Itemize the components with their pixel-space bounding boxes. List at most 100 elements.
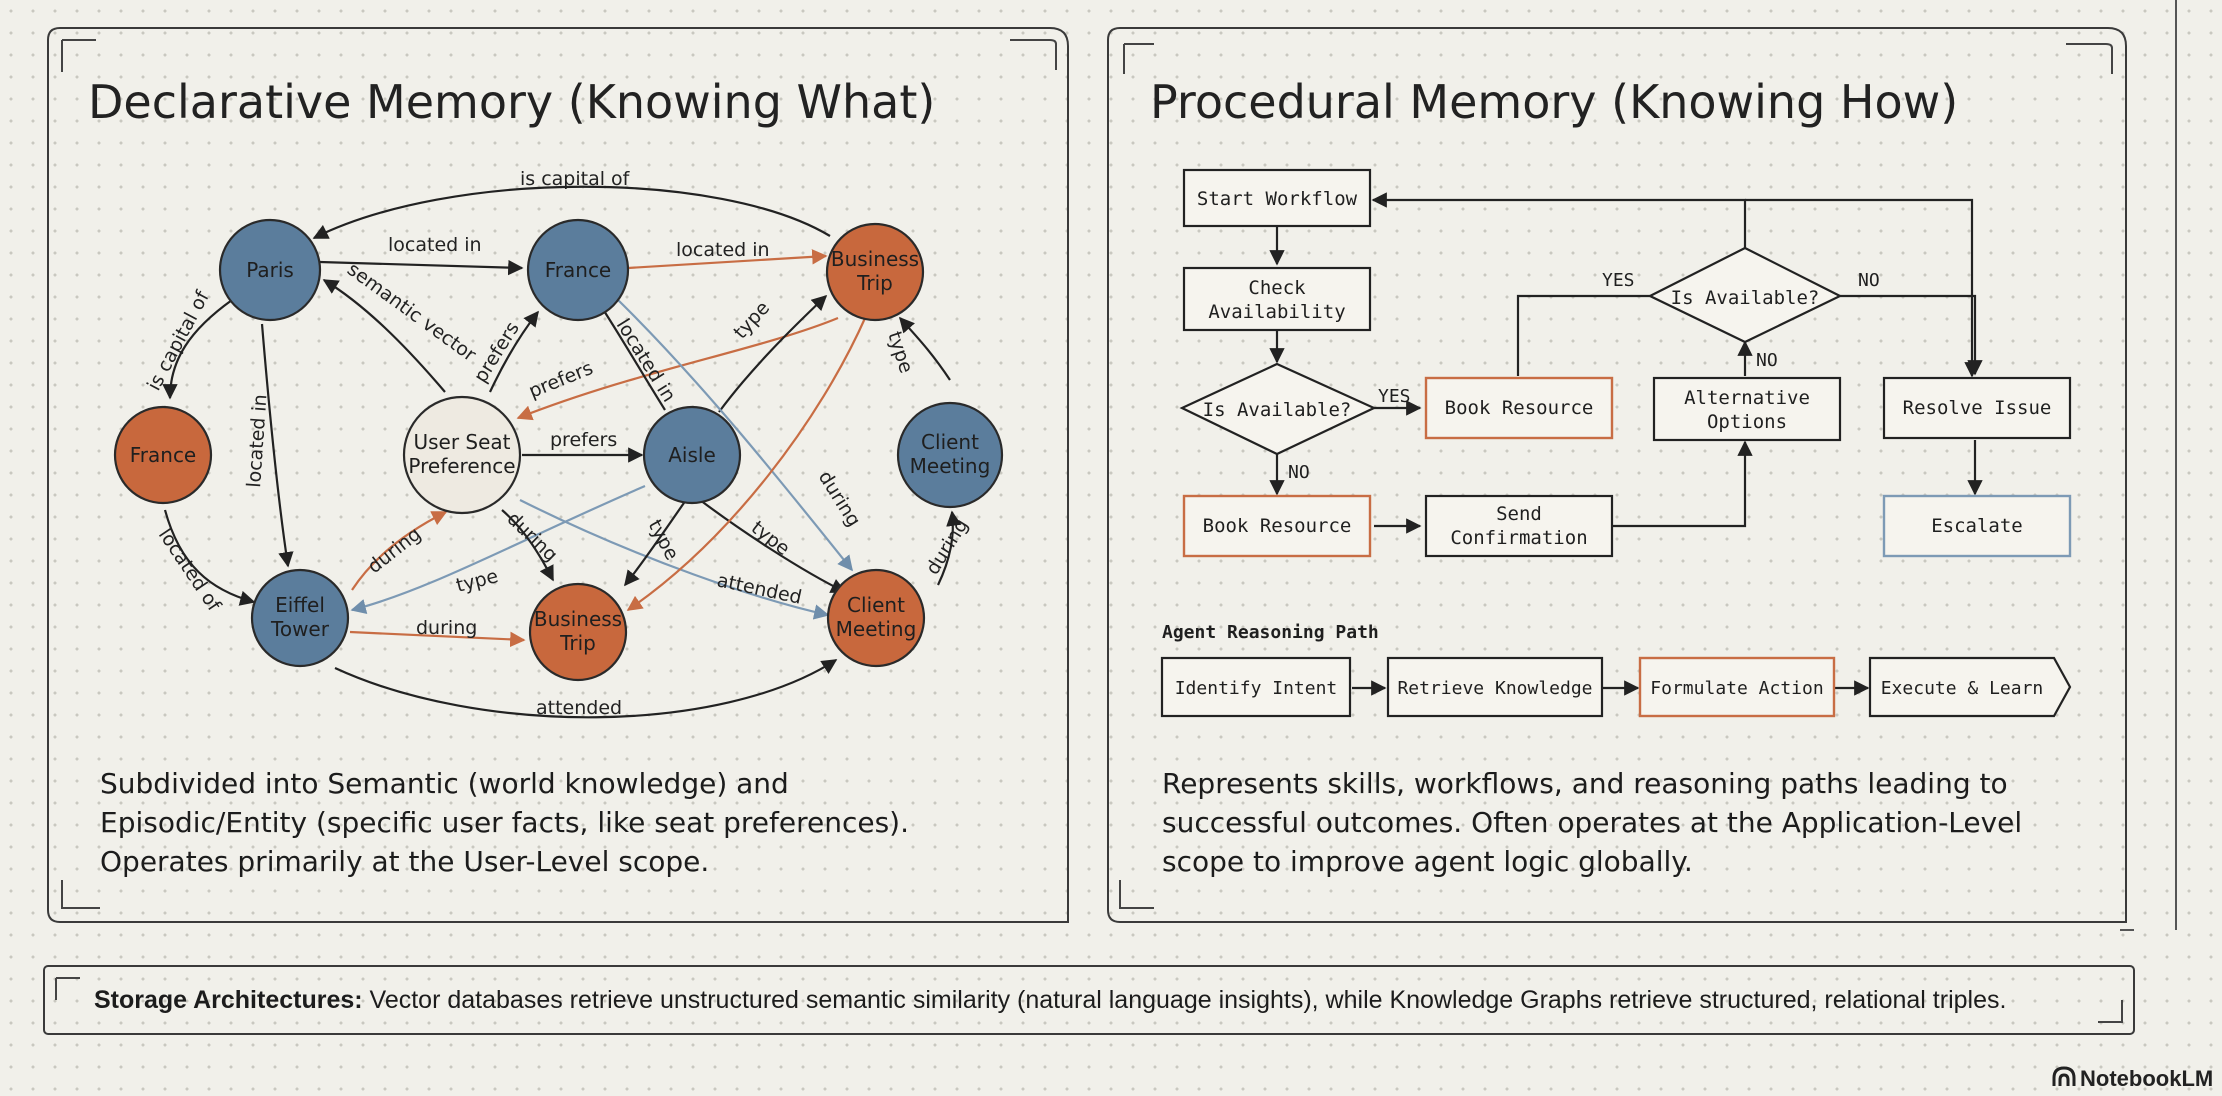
svg-text:Escalate: Escalate [1931, 515, 2023, 537]
flow-send-confirmation[interactable]: Send Confirmation [1424, 494, 1614, 558]
flow-check-availability[interactable]: Check Availability [1182, 266, 1372, 332]
declarative-title: Declarative Memory (Knowing What) [88, 75, 935, 129]
node-user-seat-preference[interactable]: User Seat Preference [402, 395, 522, 515]
svg-text:Subdivided into Semantic (worl: Subdivided into Semantic (world knowledg… [100, 767, 789, 800]
svg-text:France: France [130, 443, 197, 467]
procedural-panel: Procedural Memory (Knowing How) Start Wo… [1107, 27, 2127, 923]
svg-text:Is Available?: Is Available? [1203, 399, 1352, 421]
yes-label: YES [1602, 270, 1635, 291]
svg-text:Check: Check [1248, 277, 1306, 299]
edge-label: type [729, 297, 774, 343]
reasoning-step-execute-learn[interactable]: Execute & Learn [1868, 656, 2072, 718]
flow-is-available-decision-2[interactable]: Is Available? [1647, 246, 1843, 344]
svg-text:Business: Business [534, 607, 622, 631]
brand-name: NotebookLM [2080, 1066, 2213, 1091]
svg-text:Resolve Issue: Resolve Issue [1903, 397, 2052, 419]
svg-text:Tower: Tower [270, 617, 330, 641]
edge-label: is capital of [143, 286, 214, 394]
svg-text:User Seat: User Seat [413, 430, 510, 454]
notebooklm-logo-icon [2052, 1066, 2076, 1086]
no-label: NO [1288, 462, 1310, 483]
svg-text:Send: Send [1496, 503, 1542, 525]
reasoning-step-retrieve-knowledge[interactable]: Retrieve Knowledge [1386, 656, 1604, 718]
svg-text:Trip: Trip [559, 631, 596, 655]
svg-text:scope to improve agent logic g: scope to improve agent logic globally. [1162, 845, 1693, 878]
edge-label: located in [243, 393, 271, 488]
declarative-panel: Declarative Memory (Knowing What) [47, 27, 1069, 923]
svg-text:Represents skills, workflows,: Represents skills, workflows, and reason… [1162, 767, 2008, 800]
edge-label: located of [154, 524, 226, 616]
declarative-description: Subdivided into Semantic (world knowledg… [100, 767, 909, 878]
flow-start-workflow[interactable]: Start Workflow [1182, 168, 1372, 228]
svg-text:Eiffel: Eiffel [275, 593, 325, 617]
svg-text:Is Available?: Is Available? [1671, 287, 1820, 309]
svg-text:Meeting: Meeting [910, 454, 991, 478]
procedural-description: Represents skills, workflows, and reason… [1162, 767, 2022, 878]
svg-text:Paris: Paris [246, 258, 294, 282]
storage-architectures-body: Vector databases retrieve unstructured s… [363, 986, 2007, 1014]
knowledge-graph-edges [162, 185, 962, 719]
yes-label: YES [1378, 386, 1411, 407]
svg-text:France: France [545, 258, 612, 282]
storage-architectures-banner: Storage Architectures: Vector databases … [43, 965, 2135, 1035]
no-label: NO [1756, 350, 1778, 371]
svg-text:Client: Client [847, 593, 905, 617]
edge-label: prefers [550, 429, 617, 451]
knowledge-graph-nodes: Paris France Business Trip France User S… [113, 218, 1004, 682]
svg-text:Meeting: Meeting [836, 617, 917, 641]
svg-text:Start Workflow: Start Workflow [1197, 188, 1358, 210]
svg-text:Preference: Preference [408, 454, 515, 478]
svg-text:Execute & Learn: Execute & Learn [1881, 678, 2044, 699]
reasoning-path-title: Agent Reasoning Path [1162, 622, 1379, 643]
svg-text:Alternative: Alternative [1684, 387, 1810, 409]
edge-label: is capital of [520, 168, 631, 190]
svg-text:Options: Options [1707, 411, 1787, 433]
edge-label: located in [388, 234, 482, 256]
node-aisle[interactable]: Aisle [642, 405, 742, 505]
flow-alternative-options[interactable]: Alternative Options [1652, 376, 1842, 442]
edge-label: attended [715, 569, 804, 608]
storage-architectures-label: Storage Architectures: [94, 986, 363, 1014]
svg-text:Client: Client [921, 430, 979, 454]
node-business-trip-top[interactable]: Business Trip [825, 222, 925, 322]
svg-text:Business: Business [831, 247, 919, 271]
notebooklm-brand: NotebookLM [2052, 1066, 2213, 1091]
edge-label: type [883, 329, 917, 376]
procedural-title: Procedural Memory (Knowing How) [1150, 75, 1958, 129]
svg-text:Operates primarily at the User: Operates primarily at the User-Level sco… [100, 845, 709, 878]
svg-text:Book Resource: Book Resource [1445, 397, 1594, 419]
node-eiffel-tower[interactable]: Eiffel Tower [250, 568, 350, 668]
flow-resolve-issue[interactable]: Resolve Issue [1882, 376, 2072, 440]
node-client-meeting-bottom[interactable]: Client Meeting [826, 568, 926, 668]
svg-text:Formulate Action: Formulate Action [1650, 678, 1823, 699]
svg-text:Episodic/Entity (specific user: Episodic/Entity (specific user facts, li… [100, 806, 909, 839]
node-business-trip-bottom[interactable]: Business Trip [528, 582, 628, 682]
edge-label: prefers [526, 357, 597, 403]
node-france-top[interactable]: France [526, 218, 630, 322]
flow-book-resource-bottom[interactable]: Book Resource [1182, 494, 1372, 558]
node-france-left[interactable]: France [113, 405, 213, 505]
svg-text:Aisle: Aisle [668, 443, 716, 467]
svg-text:successful outcomes. Often ope: successful outcomes. Often operates at t… [1162, 806, 2022, 839]
svg-text:Retrieve Knowledge: Retrieve Knowledge [1397, 678, 1592, 699]
flow-is-available-decision-1[interactable]: Is Available? [1179, 362, 1377, 456]
reasoning-step-formulate-action[interactable]: Formulate Action [1638, 656, 1836, 718]
node-paris[interactable]: Paris [218, 218, 322, 322]
flow-book-resource-top[interactable]: Book Resource [1424, 376, 1614, 440]
svg-text:Confirmation: Confirmation [1450, 527, 1587, 549]
svg-text:Identify Intent: Identify Intent [1175, 678, 1338, 699]
workflow-connectors [1269, 192, 1983, 696]
no-label: NO [1858, 270, 1880, 291]
reasoning-step-identify-intent[interactable]: Identify Intent [1160, 656, 1352, 718]
edge-label: attended [536, 697, 622, 719]
svg-text:Book Resource: Book Resource [1203, 515, 1352, 537]
node-client-meeting-right[interactable]: Client Meeting [896, 401, 1004, 509]
edge-label: during [814, 467, 865, 531]
edge-label: during [922, 515, 973, 579]
flow-escalate[interactable]: Escalate [1882, 494, 2072, 558]
edge-label: during [364, 523, 426, 578]
edge-label: type [747, 517, 794, 560]
edge-label: semantic vector [343, 258, 480, 366]
svg-text:Trip: Trip [856, 271, 893, 295]
